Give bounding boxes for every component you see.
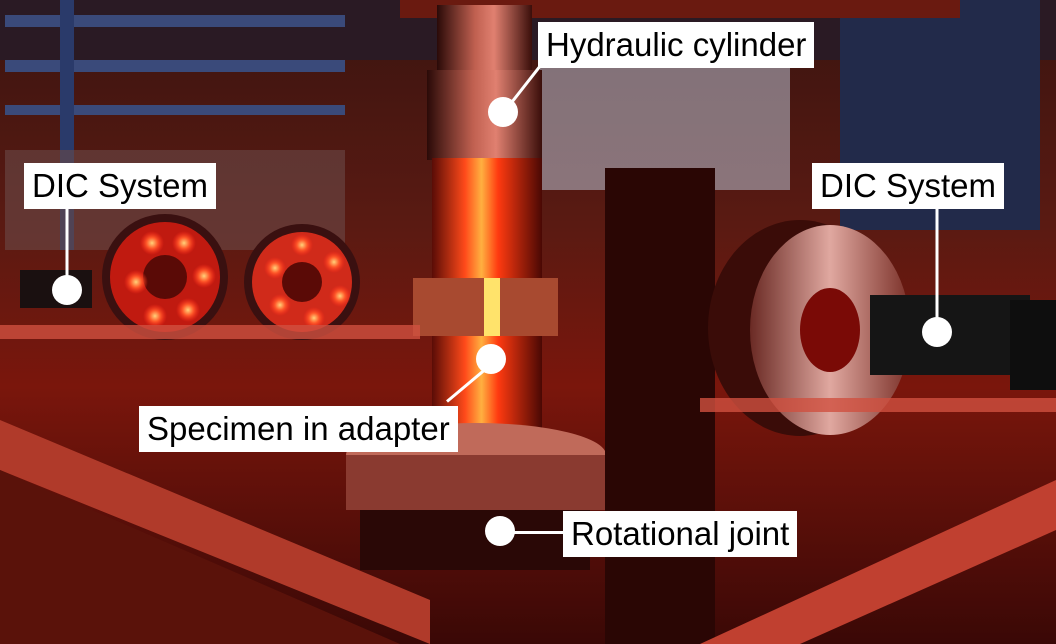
label-rotational-joint: Rotational joint [563, 511, 798, 557]
vertical-post [605, 168, 715, 644]
label-hydraulic-cylinder: Hydraulic cylinder [538, 22, 815, 68]
marker-dot [485, 516, 515, 546]
blue-beam [5, 105, 345, 115]
specimen [484, 278, 500, 336]
horizontal-rail [700, 398, 1056, 412]
leader-line [935, 208, 939, 334]
blue-beam [5, 60, 345, 72]
blue-beam [5, 15, 345, 27]
leader-line [500, 531, 564, 534]
left-ring-light-2 [244, 224, 360, 340]
top-beam [400, 0, 960, 18]
marker-dot [476, 344, 506, 374]
foreground-rail-right [700, 480, 1056, 644]
right-camera-body [1010, 300, 1056, 390]
marker-dot [52, 275, 82, 305]
marker-dot [488, 97, 518, 127]
foreground-rail [0, 420, 430, 644]
marker-dot [922, 317, 952, 347]
rotational-joint-body [360, 510, 590, 570]
label-specimen-in-adapter: Specimen in adapter [139, 406, 458, 452]
foreground-rail-shadow [0, 470, 400, 644]
right-ring-light [708, 220, 910, 436]
label-dic-system-right: DIC System [812, 163, 1005, 209]
horizontal-rail [0, 325, 420, 339]
label-dic-system-left: DIC System [24, 163, 217, 209]
base-flange-side [346, 455, 606, 510]
cylinder-body [432, 158, 542, 278]
cylinder-head [437, 5, 532, 75]
left-ring-light-1 [102, 214, 228, 340]
